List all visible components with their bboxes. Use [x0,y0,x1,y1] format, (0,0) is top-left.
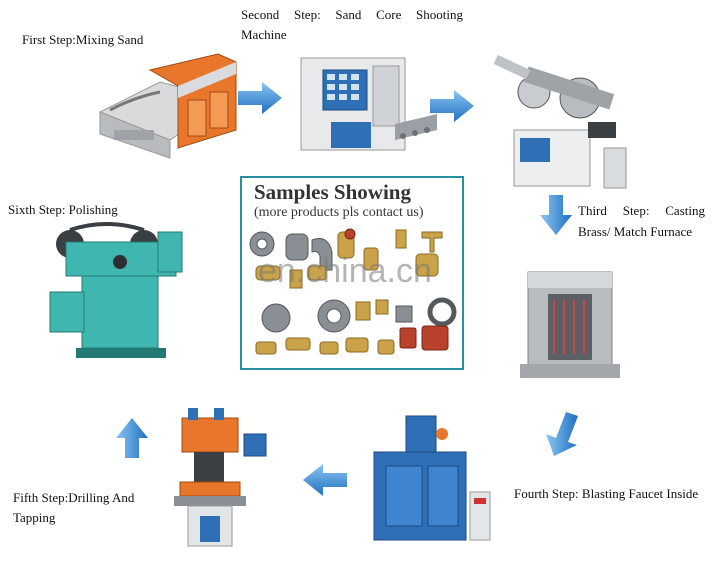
polishing-machine [49,222,183,358]
samples-panel: Samples Showing (more products pls conta… [240,176,464,370]
shot-blasting-machine [373,415,491,541]
arrow-right-icon [238,82,282,114]
arrow-left-icon [303,464,347,496]
arrow-right-icon [430,90,474,122]
casting-machine [493,54,627,189]
melting-furnace [520,271,620,378]
watermark-text: en.china.cn [258,252,432,290]
step5-label-line2: Tapping [13,510,56,525]
core-shooting-machine [300,57,437,151]
step5-label-line1: Fifth Step:Drilling And [13,490,135,505]
step3-label-line2: Brass/ Match Furnace [578,224,693,239]
arrow-down-icon [540,195,572,235]
arrow-down-left-icon [546,412,578,456]
sand-mixer-machine [98,53,237,159]
watermark-fog [500,246,650,272]
brass-fittings-samples [249,228,457,355]
step1-label: First Step:Mixing Sand [22,32,144,47]
step6-label: Sixth Step: Polishing [8,202,118,217]
step2-label-line1: Second Step: Sand Core Shooting [241,7,463,22]
samples-title: Samples Showing [254,180,411,204]
drilling-tapping-machine [174,408,267,547]
arrow-up-icon [116,418,148,458]
step2-label-line2: Machine [241,27,287,42]
step4-label: Fourth Step: Blasting Faucet Inside [514,486,699,501]
step3-label-line1: Third Step: Casting [578,203,705,218]
samples-subtitle: (more products pls contact us) [254,205,424,220]
